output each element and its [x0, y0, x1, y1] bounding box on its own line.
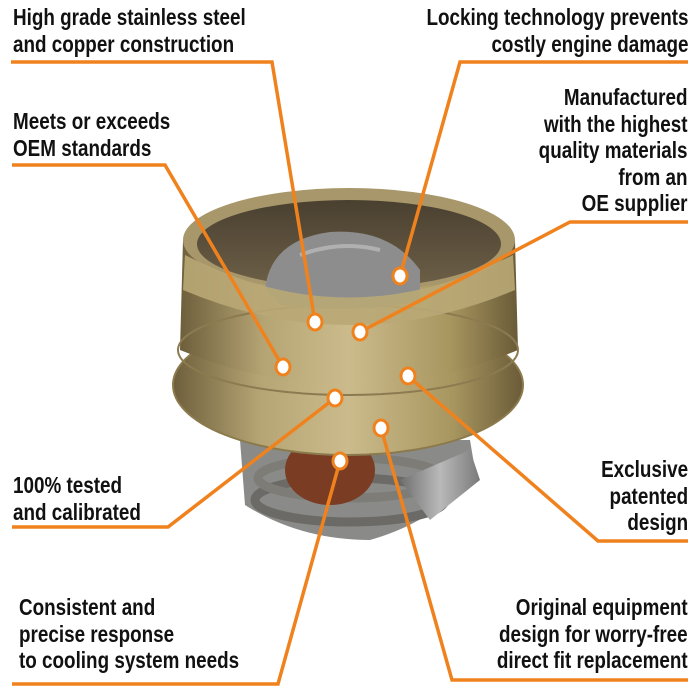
callout-line: and calibrated [13, 498, 141, 525]
callout-manufactured: Manufactured with the highest quality ma… [539, 84, 688, 217]
callout-original: Original equipment design for worry-free… [497, 594, 688, 674]
dot-consistent [331, 451, 349, 471]
callout-tested: 100% tested and calibrated [13, 472, 141, 525]
callout-line: design [627, 509, 688, 535]
callout-line: direct fit replacement [497, 647, 688, 673]
dot-locking [391, 266, 409, 286]
callout-line: Original equipment [516, 594, 688, 620]
dot-original [372, 418, 390, 438]
callout-line: costly engine damage [490, 30, 688, 57]
callout-line: from an [618, 163, 688, 190]
leader-exclusive [406, 374, 688, 543]
callout-line: precise response [19, 620, 175, 647]
callout-line: design for worry-free [499, 620, 688, 647]
leader-stainless [11, 60, 317, 323]
callout-exclusive: Exclusive patented design [601, 456, 688, 536]
leader-oem [12, 163, 285, 368]
leader-consistent [12, 460, 342, 686]
callout-line: with the highest [544, 110, 688, 137]
callout-line: Exclusive [600, 456, 688, 482]
callout-line: Consistent and [19, 594, 156, 620]
callout-line: quality materials [539, 137, 688, 163]
dot-exclusive [399, 366, 417, 386]
callout-line: OE supplier [582, 190, 688, 216]
dot-tested [326, 388, 344, 408]
callout-locking: Locking technology prevents costly engin… [426, 4, 688, 57]
callout-oem: Meets or exceeds OEM standards [13, 108, 170, 161]
leader-tested [12, 396, 337, 529]
dot-manufactured [351, 322, 369, 342]
callout-line: High grade stainless steel [13, 4, 246, 30]
callout-line: 100% tested [13, 472, 123, 498]
dot-oem [274, 357, 292, 377]
leader-locking [398, 60, 688, 277]
callout-line: to cooling system needs [19, 647, 240, 673]
callout-line: Locking technology prevents [426, 4, 688, 30]
leader-original [379, 427, 688, 682]
callout-line: patented [609, 482, 688, 509]
callout-consistent: Consistent and precise response to cooli… [19, 594, 239, 674]
callout-line: Meets or exceeds [13, 108, 171, 134]
callout-line: OEM standards [13, 134, 152, 161]
dot-stainless [306, 312, 324, 332]
callout-dots [274, 266, 417, 471]
brass-cup [172, 188, 524, 456]
leader-manufactured [359, 220, 688, 334]
leader-lines [11, 60, 688, 686]
callout-line: and copper construction [13, 30, 235, 57]
callout-line: Manufactured [564, 84, 688, 110]
callout-stainless: High grade stainless steel and copper co… [13, 4, 246, 57]
